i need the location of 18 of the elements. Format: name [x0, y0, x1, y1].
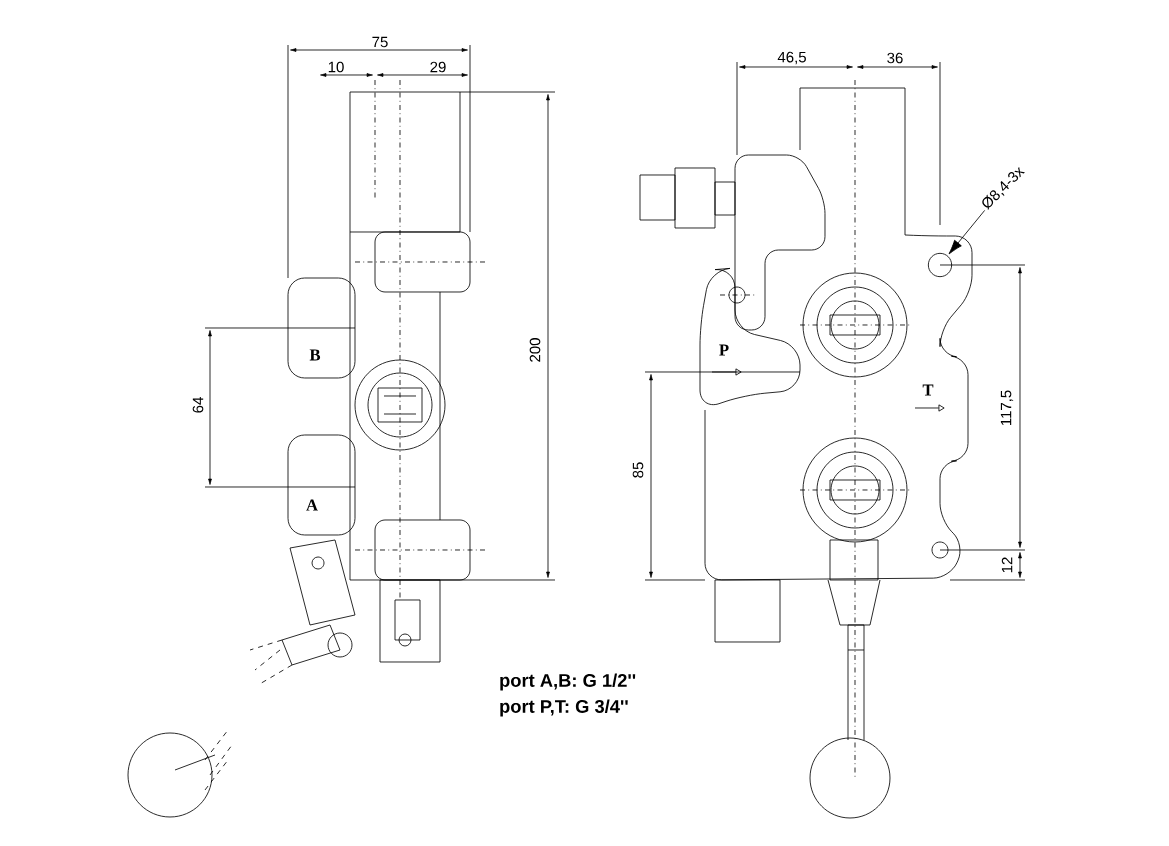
dimension-label: 29	[430, 61, 446, 73]
mounting-hole	[927, 252, 953, 278]
dimension-label: 36	[887, 52, 903, 64]
port-note: port P,T: G 3/4''	[500, 699, 628, 717]
dimension-label: 46,5	[777, 51, 806, 65]
dimension-label: 75	[372, 36, 388, 48]
dimension-label: 85	[632, 462, 644, 478]
dimension-label: 117,5	[1000, 390, 1014, 426]
port-letter: B	[309, 349, 321, 361]
dimension-label: 200	[529, 338, 541, 362]
dimension-label: 10	[328, 61, 344, 73]
dimension-label: 12	[1001, 557, 1013, 573]
leader-line	[948, 209, 986, 255]
dimension-label: 64	[192, 397, 204, 413]
port-letter: T	[922, 384, 934, 396]
port-letter: P	[719, 344, 729, 356]
port-note: port A,B: G 1/2''	[500, 673, 636, 691]
port-letter: A	[306, 499, 318, 511]
